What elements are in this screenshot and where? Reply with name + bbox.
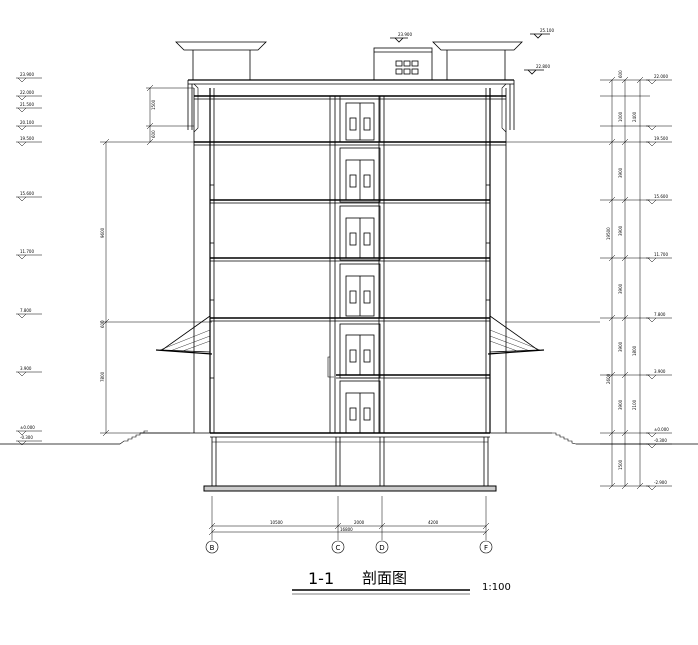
axis-labels: B C D F <box>210 544 488 552</box>
elev-left-7: 7.800 <box>20 308 32 313</box>
right-dim-11: 19500 <box>606 227 611 240</box>
left-dim-4: 7800 <box>100 371 105 382</box>
left-dimension-labels: 1500 600 9600 600 7800 <box>100 99 156 382</box>
elev-left-0: 23.900 <box>20 72 34 77</box>
elev-left-1: 22.000 <box>20 90 34 95</box>
elev-right-6: ±0.000 <box>654 427 669 432</box>
right-dim-3: 3900 <box>618 167 623 178</box>
elev-left-8: 3.900 <box>20 366 32 371</box>
elev-left-6: 11.700 <box>20 249 34 254</box>
bay-width-1: 2000 <box>354 520 365 525</box>
elev-right-0: 22.000 <box>654 74 668 79</box>
right-elevation-marks <box>646 79 672 491</box>
elev-left-5: 15.600 <box>20 191 34 196</box>
axis-label-f: F <box>484 544 488 552</box>
right-dim-4: 3900 <box>618 225 623 236</box>
elev-right-1: 19.500 <box>654 136 668 141</box>
left-dim-3: 600 <box>100 320 105 328</box>
right-dim-0: 600 <box>618 70 623 78</box>
elev-right-8: -2.900 <box>654 480 667 485</box>
right-dim-8: 1800 <box>632 345 637 356</box>
left-dim-1: 600 <box>151 130 156 138</box>
axis-label-c: C <box>336 544 341 552</box>
right-dim-6: 3900 <box>618 341 623 352</box>
roof-elev-1: 25.100 <box>540 28 554 33</box>
right-dim-12: 2600 <box>606 373 611 384</box>
bottom-dimension-labels: 10500 2000 4200 16800 <box>270 520 439 532</box>
left-dimension-lines <box>100 84 212 437</box>
left-dim-2: 9600 <box>100 227 105 238</box>
right-dimension-labels: 600 1000 2400 3900 3900 3900 3900 3900 1… <box>606 70 637 470</box>
right-elevation-labels: 22.000 19.500 15.600 11.700 7.800 3.900 … <box>654 74 669 485</box>
ground-left <box>0 430 212 445</box>
elev-right-2: 15.600 <box>654 194 668 199</box>
right-dim-5: 3900 <box>618 283 623 294</box>
left-elevation-marks <box>16 77 42 446</box>
drawing-name: 剖面图 <box>362 569 407 587</box>
main-building <box>193 83 507 438</box>
right-dimension-lines <box>505 76 650 490</box>
elev-left-3: 20.100 <box>20 120 34 125</box>
right-dim-9: 2100 <box>632 399 637 410</box>
bay-width-0: 10500 <box>270 520 283 525</box>
right-dim-10: 1500 <box>618 459 623 470</box>
elev-right-3: 11.700 <box>654 252 668 257</box>
axis-label-d: D <box>379 544 384 552</box>
basement <box>203 437 497 492</box>
section-label: 1-1 <box>308 569 334 588</box>
roof-labels: 23.900 25.100 22.800 <box>398 28 554 69</box>
drawing-scale: 1:100 <box>482 582 511 593</box>
left-elevation-labels: 23.900 22.000 21.500 20.100 19.500 15.60… <box>20 72 35 440</box>
right-dim-7: 3900 <box>618 399 623 410</box>
right-dim-1: 1000 <box>618 111 623 122</box>
right-dim-2: 2400 <box>632 111 637 122</box>
elev-left-10: -0.300 <box>20 435 33 440</box>
doors <box>345 102 375 434</box>
left-dim-0: 1500 <box>151 99 156 110</box>
elev-right-4: 7.800 <box>654 312 666 317</box>
roof-elev-0: 23.900 <box>398 32 412 37</box>
elev-left-4: 19.500 <box>20 136 34 141</box>
axis-label-b: B <box>210 544 215 552</box>
title-underline <box>292 589 470 595</box>
bottom-dimensions <box>208 496 490 540</box>
elev-right-7: -0.300 <box>654 438 667 443</box>
elev-right-5: 3.900 <box>654 369 666 374</box>
axis-bubbles <box>205 540 493 554</box>
overall-width: 16800 <box>340 527 353 532</box>
canopies <box>155 315 545 355</box>
elev-left-2: 21.500 <box>20 102 34 107</box>
drawing-title: 1-1 剖面图 1:100 <box>308 569 511 593</box>
elev-left-9: ±0.000 <box>20 425 35 430</box>
roof-elev-2: 22.800 <box>536 64 550 69</box>
bay-width-2: 4200 <box>428 520 439 525</box>
roof-structures <box>175 33 550 130</box>
